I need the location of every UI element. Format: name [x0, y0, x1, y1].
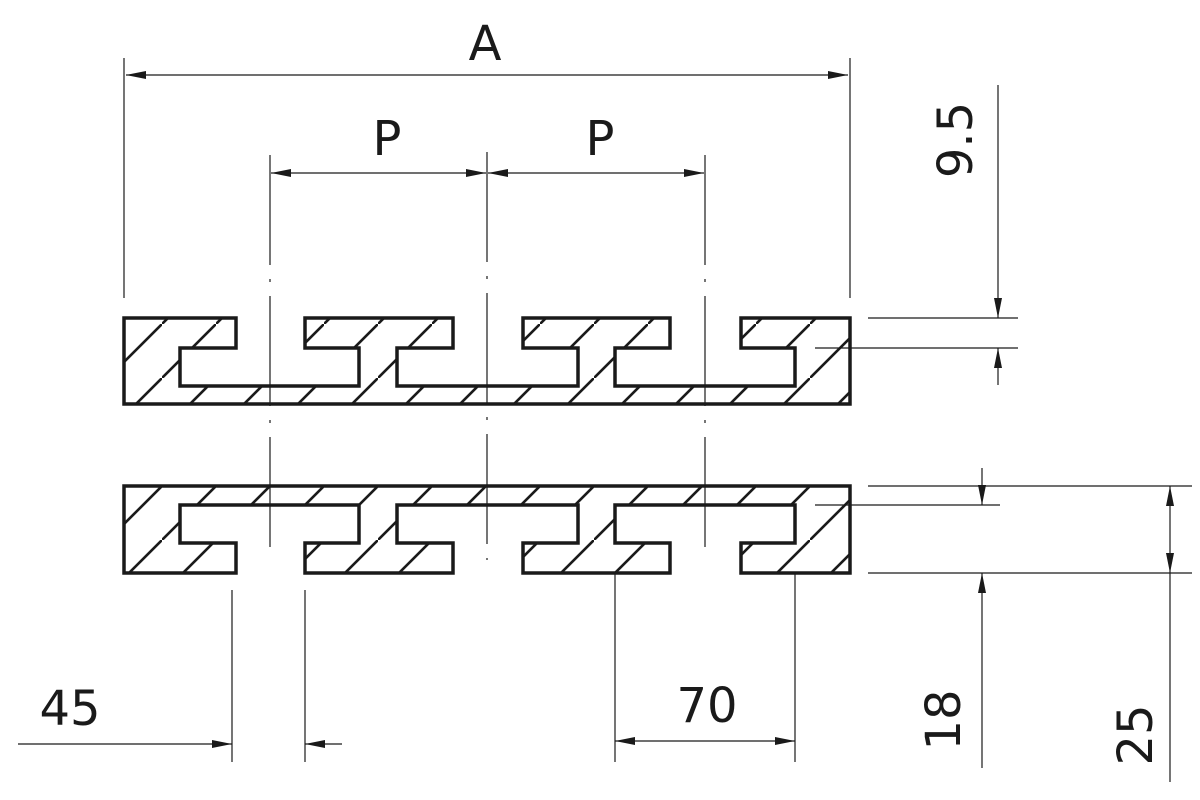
label-18: 18: [916, 689, 972, 750]
dimension-lines: [18, 71, 1174, 782]
label-9-5: 9.5: [928, 102, 984, 178]
label-p-left: P: [373, 111, 402, 167]
bottom-profile: [122, 484, 852, 575]
label-70: 70: [676, 678, 737, 734]
label-25: 25: [1108, 704, 1164, 765]
label-p-right: P: [586, 111, 615, 167]
label-a: A: [469, 16, 502, 72]
label-45: 45: [39, 681, 100, 737]
dimension-labels: A P P 9.5 45 70 18 25: [39, 16, 1164, 766]
axis-lines: [269, 152, 706, 560]
top-profile-section: [122, 316, 852, 406]
extension-lines: [123, 58, 1192, 762]
bottom-profile-section: [122, 484, 852, 575]
top-profile: [122, 316, 852, 406]
